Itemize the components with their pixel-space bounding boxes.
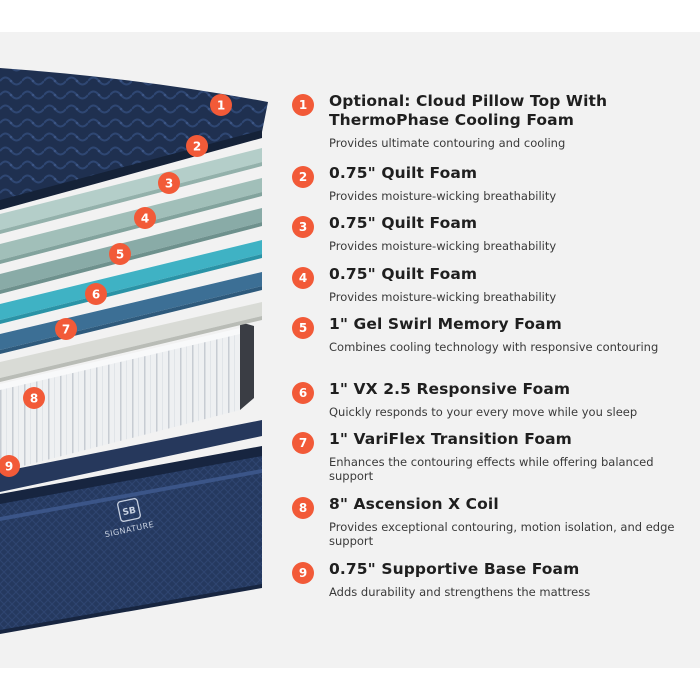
- spec-number-badge: 2: [292, 166, 314, 188]
- spec-title: 8" Ascension X Coil: [329, 495, 499, 513]
- spec-title: 0.75" Supportive Base Foam: [329, 560, 580, 578]
- marker-7: 7: [55, 318, 77, 340]
- spec-number-badge: 1: [292, 94, 314, 116]
- marker-8: 8: [23, 387, 45, 409]
- spec-description: Provides moisture-wicking breathability: [329, 189, 557, 203]
- svg-text:1: 1: [217, 99, 225, 113]
- spec-description: Quickly responds to your every move whil…: [329, 405, 638, 419]
- marker-1: 1: [210, 94, 232, 116]
- layer-5-gel-foam: [0, 240, 262, 320]
- svg-text:3: 3: [165, 177, 173, 191]
- layer-3-quilt-foam: [0, 178, 262, 260]
- svg-text:4: 4: [141, 212, 149, 226]
- marker-2: 2: [186, 135, 208, 157]
- mattress-base: [0, 446, 262, 634]
- svg-text:7: 7: [62, 323, 70, 337]
- spec-number-badge: 5: [292, 317, 314, 339]
- spec-title: 0.75" Quilt Foam: [329, 265, 478, 283]
- spec-number-badge: 4: [292, 267, 314, 289]
- spec-description: Provides moisture-wicking breathability: [329, 239, 557, 253]
- layer-7-transition-foam: [0, 302, 262, 378]
- spec-number-badge: 6: [292, 382, 314, 404]
- spec-description: Enhances the contouring effects while of…: [329, 455, 654, 483]
- svg-text:9: 9: [5, 460, 13, 474]
- spec-title: 0.75" Quilt Foam: [329, 214, 478, 232]
- marker-4: 4: [134, 207, 156, 229]
- spec-description: Provides ultimate contouring and cooling: [329, 136, 566, 150]
- layer-8-coil-unit: [0, 322, 254, 472]
- spec-description: Provides exceptional contouring, motion …: [329, 520, 675, 548]
- layer-9-base-foam: [0, 420, 262, 492]
- marker-6: 6: [85, 283, 107, 305]
- spec-description: Provides moisture-wicking breathability: [329, 290, 557, 304]
- spec-number-badge: 8: [292, 497, 314, 519]
- svg-text:5: 5: [116, 248, 124, 262]
- spec-title: 1" Gel Swirl Memory Foam: [329, 315, 562, 333]
- spec-title: 1" VariFlex Transition Foam: [329, 430, 572, 448]
- marker-3: 3: [158, 172, 180, 194]
- svg-text:2: 2: [193, 140, 201, 154]
- marker-9: 9: [0, 455, 20, 477]
- svg-text:SB: SB: [122, 506, 137, 519]
- layer-4-quilt-foam: [0, 208, 262, 290]
- marker-5: 5: [109, 243, 131, 265]
- spec-number-badge: 9: [292, 562, 314, 584]
- layer-2-quilt-foam: [0, 148, 262, 230]
- spec-title: 1" VX 2.5 Responsive Foam: [329, 380, 571, 398]
- product-graphic: SB SIGNATURE 1 2 3 4 5 6 7: [0, 32, 700, 668]
- spec-title: 0.75" Quilt Foam: [329, 164, 478, 182]
- spec-description: Combines cooling technology with respons…: [329, 340, 659, 354]
- svg-text:6: 6: [92, 288, 100, 302]
- spec-title: Optional: Cloud Pillow Top With ThermoPh…: [329, 92, 608, 129]
- spec-number-badge: 7: [292, 432, 314, 454]
- mattress-cutaway-illustration: SB SIGNATURE 1 2 3 4 5 6 7: [0, 68, 268, 634]
- spec-description: Adds durability and strengthens the matt…: [329, 585, 591, 599]
- svg-text:8: 8: [30, 392, 38, 406]
- spec-number-badge: 3: [292, 216, 314, 238]
